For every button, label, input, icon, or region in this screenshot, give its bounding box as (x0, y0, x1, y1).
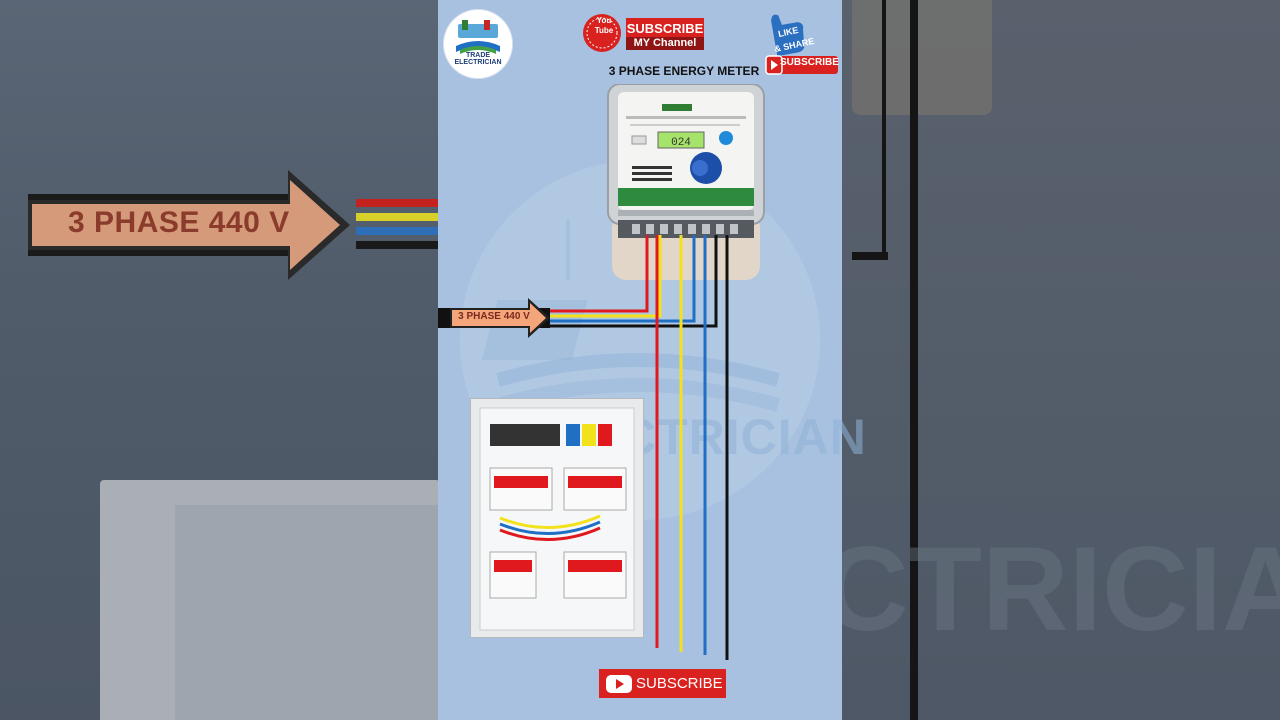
background-watermark: CTRICIAN (842, 522, 1280, 656)
supply-red-wire (546, 235, 649, 313)
energy-meter-icon: 024 (607, 84, 765, 280)
my-channel-label: MY Channel (626, 37, 704, 50)
wiring-diagram (438, 235, 729, 660)
background-right: CTRICIAN (842, 0, 1280, 720)
youtube-play-icon (606, 675, 632, 693)
background-arrow (28, 170, 350, 280)
thumbs-up-icon[interactable] (762, 10, 838, 80)
background-red-stripe (356, 199, 438, 207)
background-wire-2 (882, 0, 886, 260)
supply-label: 3 PHASE 440 V (458, 311, 530, 322)
logo-caption: TRADE ELECTRICIAN (454, 52, 502, 66)
background-yellow-stripe (356, 213, 438, 221)
youtube-badge-text: You Tube (594, 16, 614, 35)
background-panel-inner (175, 505, 438, 720)
trade-electrician-logo[interactable] (444, 10, 512, 78)
supply-arrow-fill (452, 303, 546, 333)
background-left: 3 PHASE 440 V (0, 0, 438, 720)
background-wire (910, 0, 918, 720)
supply-black-wire (546, 235, 718, 328)
watermark-text: CTRICIAN (620, 409, 867, 465)
like-subscribe-label: SUBSCRIBE (780, 57, 839, 68)
distribution-board-icon (470, 398, 644, 638)
meter-title: 3 PHASE ENERGY METER (608, 64, 760, 78)
background-phase-label: 3 PHASE 440 V (68, 206, 290, 239)
youtube-icon[interactable] (581, 14, 625, 52)
supply-yellow-wire (546, 235, 662, 318)
background-meter-ghost (852, 0, 992, 115)
background-black-stripe (356, 241, 438, 249)
subscribe-label: SUBSCRIBE (626, 21, 704, 36)
background-wire-bend (852, 252, 888, 260)
background-blue-stripe (356, 227, 438, 235)
subscribe-button-label: SUBSCRIBE (636, 675, 723, 692)
supply-blue-wire (546, 235, 696, 323)
svg-text:024: 024 (671, 137, 691, 149)
